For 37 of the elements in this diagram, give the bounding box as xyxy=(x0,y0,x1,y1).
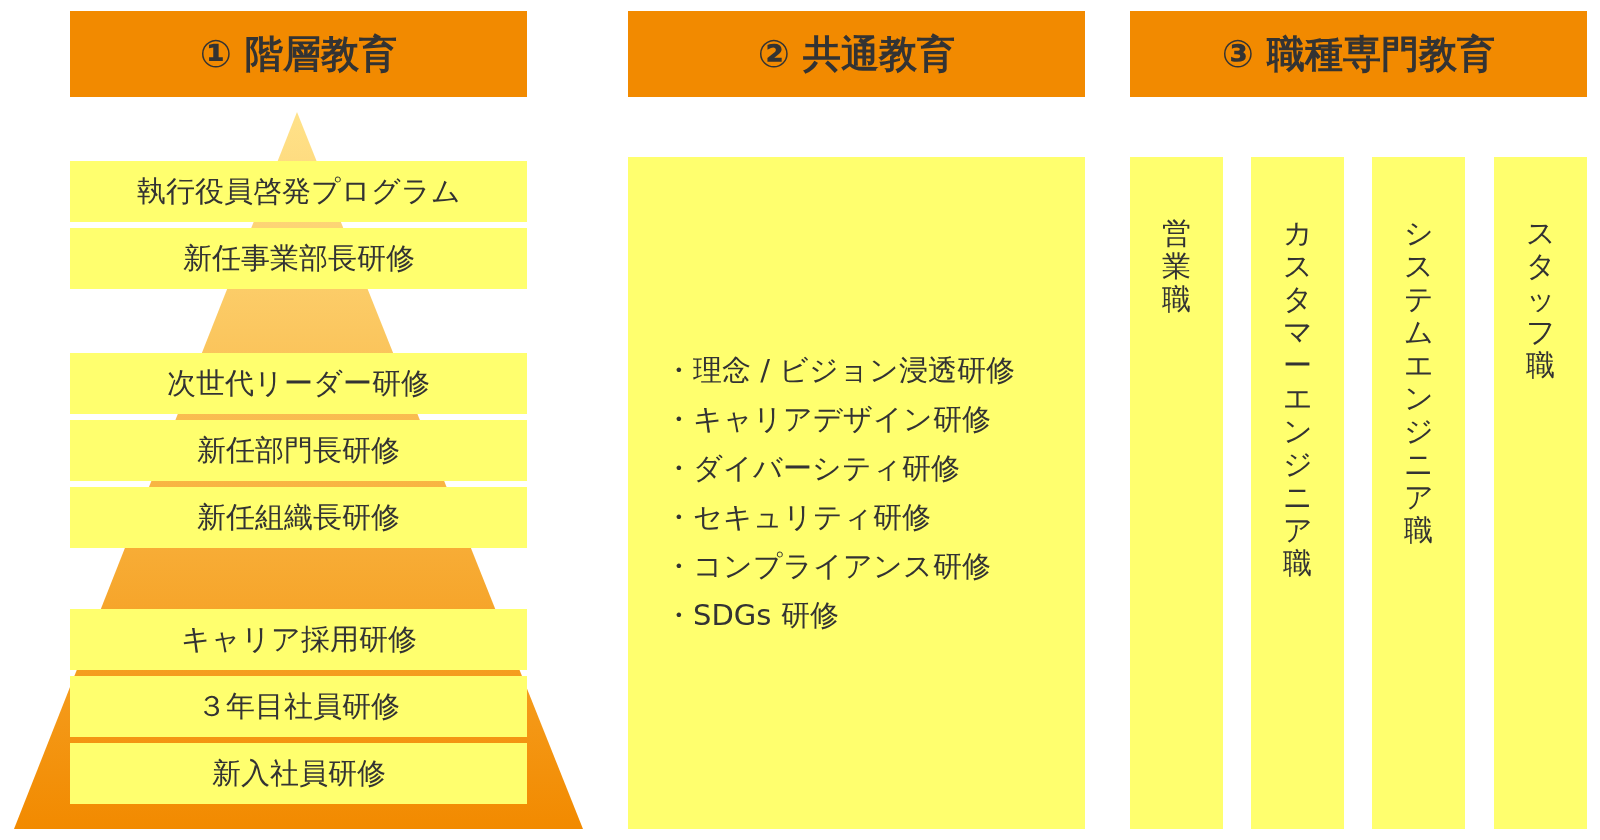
training-bar xyxy=(70,228,527,289)
training-name: 次世代リーダー研修 xyxy=(167,364,430,402)
training-name: 新任部門長研修 xyxy=(197,431,400,469)
training-name: 執行役員啓発プログラム xyxy=(136,172,461,210)
section-header xyxy=(1130,11,1587,97)
training-bar xyxy=(70,420,527,481)
list-item: ・コンプライアンス研修 xyxy=(664,548,992,585)
job-column xyxy=(1130,157,1223,829)
section-title: ① 階層教育 xyxy=(199,30,398,78)
job-name: カスタマーエンジニア職 xyxy=(1282,217,1313,581)
section-header xyxy=(628,11,1085,97)
training-bar xyxy=(70,487,527,548)
section-title: ② 共通教育 xyxy=(757,30,956,78)
section-title: ③ 職種専門教育 xyxy=(1221,30,1496,78)
job-column xyxy=(1494,157,1587,829)
list-item: ・キャリアデザイン研修 xyxy=(664,401,992,438)
training-name: 新任事業部長研修 xyxy=(182,239,415,277)
job-name: スタッフ職 xyxy=(1525,217,1556,383)
list-item: ・理念 / ビジョン浸透研修 xyxy=(664,352,1017,389)
training-bar xyxy=(70,743,527,804)
training-name: ３年目社員研修 xyxy=(197,687,400,725)
training-bar xyxy=(70,161,527,222)
section-header xyxy=(70,11,527,97)
job-column xyxy=(1251,157,1344,829)
list-item: ・ダイバーシティ研修 xyxy=(664,450,961,487)
job-name: 営業職 xyxy=(1161,217,1192,317)
training-name: キャリア採用研修 xyxy=(180,620,417,658)
training-bar xyxy=(70,609,527,670)
list-item: ・セキュリティ研修 xyxy=(664,499,932,536)
training-name: 新任組織長研修 xyxy=(197,498,400,536)
training-bar xyxy=(70,676,527,737)
job-name: システムエンジニア職 xyxy=(1403,217,1434,548)
training-list-panel xyxy=(628,157,1085,829)
training-bar xyxy=(70,353,527,414)
job-column xyxy=(1372,157,1465,829)
list-item: ・SDGs 研修 xyxy=(664,597,840,634)
training-name: 新入社員研修 xyxy=(211,754,386,792)
